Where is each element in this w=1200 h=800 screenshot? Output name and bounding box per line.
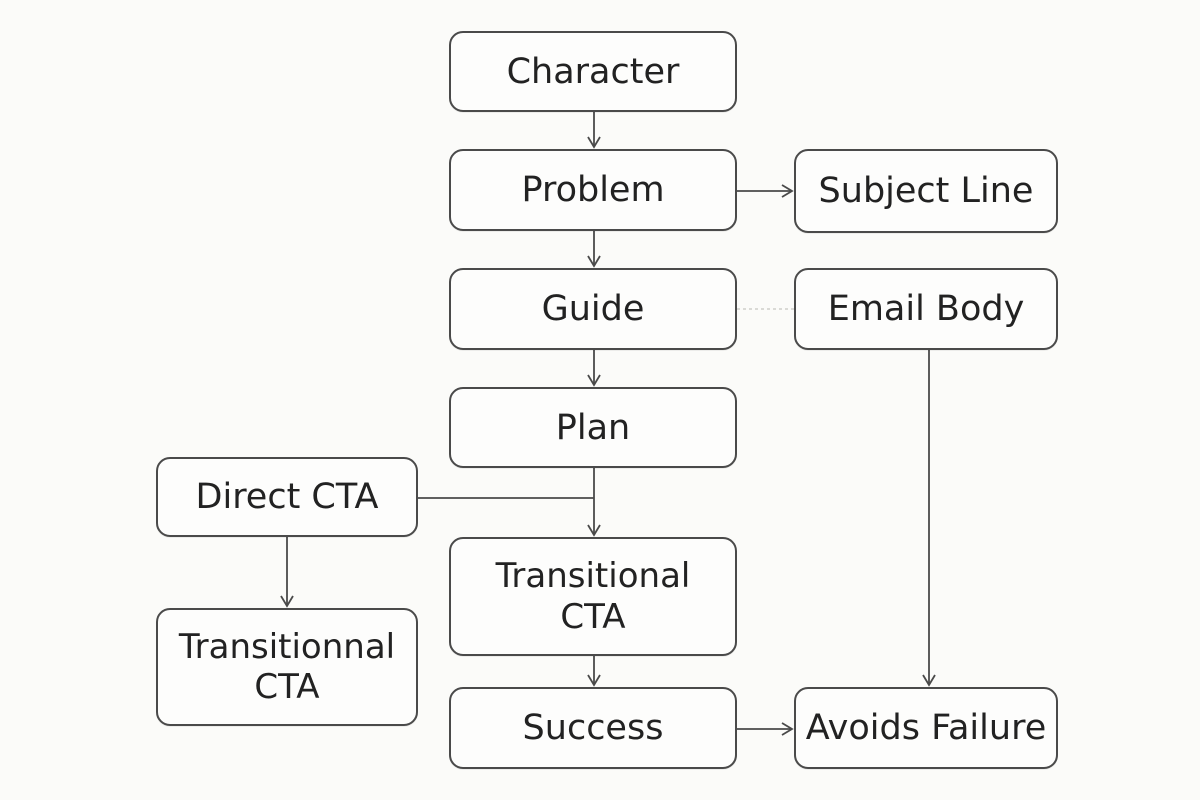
node-transitional-cta: Transitional CTA xyxy=(449,537,737,656)
node-email-body: Email Body xyxy=(794,268,1058,350)
node-guide: Guide xyxy=(449,268,737,350)
node-success: Success xyxy=(449,687,737,769)
node-plan: Plan xyxy=(449,387,737,468)
node-avoids-failure: Avoids Failure xyxy=(794,687,1058,769)
node-subject-line: Subject Line xyxy=(794,149,1058,233)
node-direct-cta: Direct CTA xyxy=(156,457,418,537)
node-transitionnal-cta: Transitionnal CTA xyxy=(156,608,418,726)
node-problem: Problem xyxy=(449,149,737,231)
node-character: Character xyxy=(449,31,737,112)
